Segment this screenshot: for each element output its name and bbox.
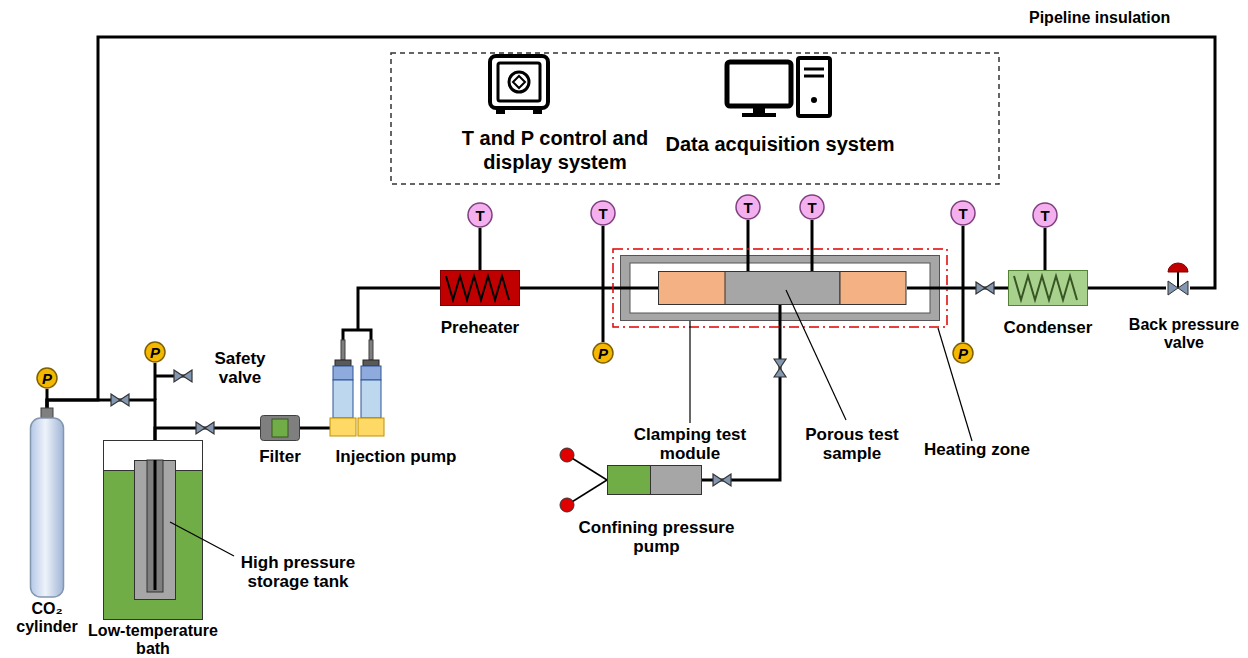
safe-icon [490, 56, 548, 114]
dashed-frame [390, 52, 1000, 185]
temperature-gauge: T [467, 202, 493, 228]
condenser-coil: Condenser [1008, 270, 1088, 306]
component-label: Condenser [993, 318, 1103, 337]
gas-cylinder [30, 408, 64, 598]
component-label: Preheater [425, 318, 535, 337]
filter-symbol: Filter [260, 415, 300, 441]
component-label: Confining pressure pump [574, 518, 739, 556]
control-panel: T and P control and display systemData a… [390, 52, 1000, 185]
back-pressure-valve [1166, 278, 1190, 298]
pipe-line [940, 287, 1008, 290]
heating-frame: Heating zoneClamping test modulePorous t… [612, 248, 948, 328]
temperature-gauge: T [1032, 202, 1058, 228]
component-label: CO₂ cylinder [13, 600, 81, 636]
core-holder: Clamping test modulePorous test sample [620, 255, 940, 321]
storage-tank: High pressure storage tank [134, 460, 176, 600]
gauge-letter: T [950, 200, 976, 226]
heater-coil [440, 270, 520, 306]
gauge-letter: T [735, 194, 761, 220]
pressure-gauge: P [952, 342, 974, 364]
storage-tank [134, 460, 176, 600]
component-label: Back pressure valve [1124, 316, 1244, 352]
condenser-coil [1008, 270, 1088, 306]
part-label: Safety valve [202, 349, 278, 387]
pressure-gauge: P [36, 367, 58, 389]
gauge-letter: T [1032, 202, 1058, 228]
porous-sample: Porous test sample [658, 271, 907, 305]
gauge-letter: P [592, 342, 614, 364]
gauge-letter: P [144, 341, 166, 363]
temperature-gauge: T [590, 200, 616, 226]
pipe-line [1088, 287, 1166, 290]
component-label: Heating zone [912, 440, 1042, 459]
pipe-line [300, 427, 330, 430]
bath-vessel: Low-temperature bathHigh pressure storag… [103, 440, 203, 620]
system-label: T and P control and display system [430, 126, 680, 174]
component-label: Clamping test module [626, 425, 754, 463]
pipe-line [47, 37, 1215, 408]
gauge-letter: T [799, 194, 825, 220]
syringe-pump [330, 330, 386, 440]
gas-cylinder: CO₂ cylinder [30, 408, 64, 598]
component-label: Injection pump [322, 447, 470, 466]
system-label: Data acquisition system [645, 132, 915, 156]
temperature-gauge: T [950, 200, 976, 226]
pressure-gauge: P [144, 341, 166, 363]
confining-pump: Confining pressure pump [607, 465, 702, 495]
gauge-letter: P [36, 367, 58, 389]
component-label: Low-temperature bath [77, 622, 229, 658]
gauge-stems [47, 220, 1045, 408]
gauge-letter: T [467, 202, 493, 228]
filter-symbol [260, 415, 300, 441]
porous-sample [658, 271, 907, 305]
temperature-gauge: T [735, 194, 761, 220]
component-label: High pressure storage tank [228, 553, 368, 591]
pipe-line [358, 288, 440, 330]
component-label: Porous test sample [796, 425, 908, 463]
heater-coil: Preheater [440, 270, 520, 306]
component-label: Filter [248, 447, 312, 466]
temperature-gauge: T [799, 194, 825, 220]
pipe-line [520, 287, 620, 290]
pipe-label: Pipeline insulation [1026, 8, 1173, 27]
gauge-letter: P [952, 342, 974, 364]
syringe-pump: Injection pump [330, 330, 386, 440]
pressure-gauge: P [592, 342, 614, 364]
gauge-letter: T [590, 200, 616, 226]
confining-pump [607, 465, 702, 495]
back-pressure-valve: Back pressure valve [1166, 278, 1190, 298]
computer-icon [727, 58, 830, 117]
